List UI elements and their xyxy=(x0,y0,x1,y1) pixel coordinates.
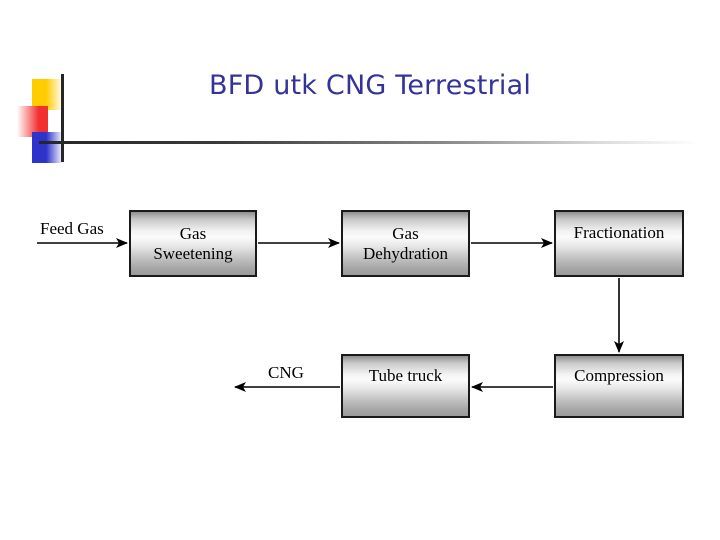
node-fractionation-label: Fractionation xyxy=(573,223,665,242)
node-gas-sweetening[interactable]: Gas Sweetening xyxy=(129,210,257,277)
node-tube-truck-label: Tube truck xyxy=(368,366,443,385)
node-gas-dehydration[interactable]: Gas Dehydration xyxy=(341,210,470,277)
logo-blue-square xyxy=(32,132,63,163)
node-compression[interactable]: Compression xyxy=(554,354,684,418)
node-gas-sweetening-label: Gas Sweetening xyxy=(149,224,236,263)
node-tube-truck[interactable]: Tube truck xyxy=(341,354,470,418)
slide-design-logo xyxy=(0,60,699,170)
node-gas-sweetening-line2: Sweetening xyxy=(153,243,233,263)
node-compression-label: Compression xyxy=(574,366,664,385)
logo-vertical-rule xyxy=(61,74,64,162)
node-gas-sweetening-line1: Gas xyxy=(179,223,207,243)
page-title: BFD utk CNG Terrestrial xyxy=(208,70,532,101)
logo-yellow-square xyxy=(32,79,63,110)
node-fractionation[interactable]: Fractionation xyxy=(554,210,684,277)
node-gas-dehydration-line2: Dehydration xyxy=(363,243,448,263)
node-gas-dehydration-label: Gas Dehydration xyxy=(359,224,452,263)
title-horizontal-rule xyxy=(39,141,699,144)
logo-red-square xyxy=(17,106,48,137)
node-gas-dehydration-line1: Gas xyxy=(392,223,419,243)
stream-label-cng: CNG xyxy=(268,363,304,382)
stream-label-feed-gas: Feed Gas xyxy=(40,219,104,238)
